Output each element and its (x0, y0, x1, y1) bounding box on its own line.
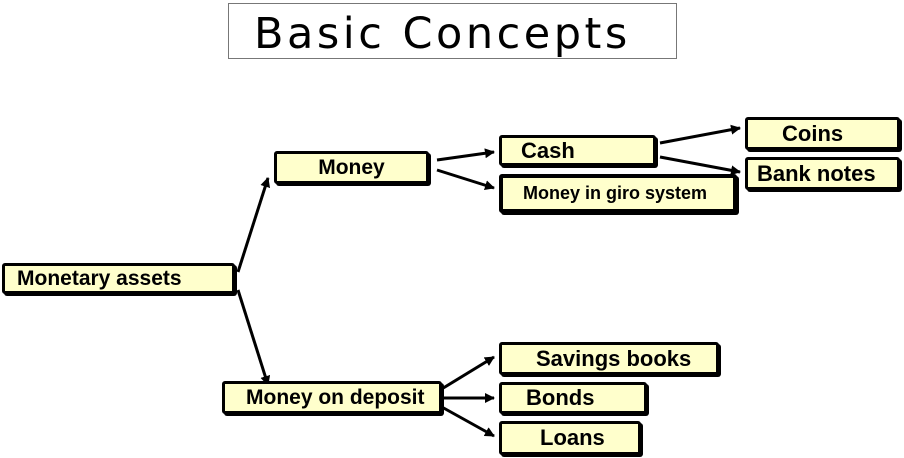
edge-monetary-assets-to-money (236, 177, 271, 273)
node-coins: Coins (745, 117, 900, 150)
node-money-label: Money (318, 155, 385, 179)
node-money-in-giro-system: Money in giro system (499, 174, 737, 213)
edge-money-to-giro (436, 168, 495, 191)
node-cash-label: Cash (521, 137, 575, 163)
node-loans: Loans (499, 421, 641, 455)
node-monetary-assets-label: Monetary assets (17, 266, 182, 290)
node-cash: Cash (499, 135, 656, 166)
node-savings-books-label: Savings books (536, 345, 692, 371)
node-coins-label: Coins (782, 120, 844, 146)
edge-cash-to-bank-notes (659, 155, 741, 176)
node-bonds: Bonds (499, 382, 647, 414)
node-money-on-deposit-label: Money on deposit (246, 385, 425, 409)
node-bank-notes-label: Bank notes (757, 160, 876, 186)
node-monetary-assets: Monetary assets (2, 263, 235, 294)
edge-monetary-assets-to-money-on-deposit (236, 289, 271, 386)
node-bank-notes: Bank notes (745, 157, 900, 190)
edge-cash-to-coins (659, 124, 741, 145)
edge-deposit-to-savings-books (439, 355, 495, 392)
edge-deposit-to-loans (439, 404, 495, 438)
node-loans-label: Loans (540, 425, 605, 450)
node-money: Money (274, 151, 429, 184)
edge-money-to-cash (436, 148, 495, 162)
node-bonds-label: Bonds (526, 385, 595, 410)
diagram-title: Basic Concepts (254, 9, 631, 59)
node-savings-books: Savings books (499, 342, 719, 375)
node-money-in-giro-system-label: Money in giro system (523, 183, 708, 203)
title-box: Basic Concepts (228, 3, 677, 59)
node-money-on-deposit: Money on deposit (222, 381, 442, 414)
